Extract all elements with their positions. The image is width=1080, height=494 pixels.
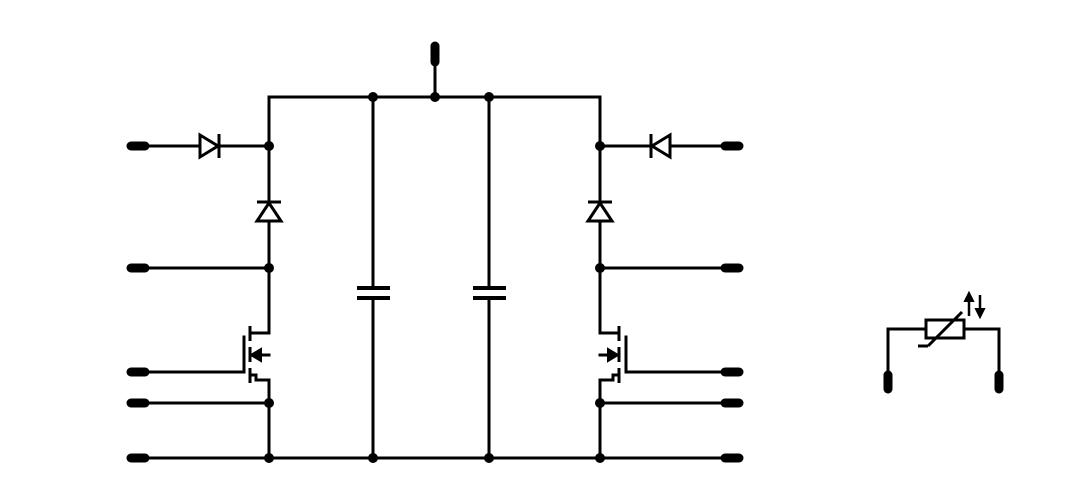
diode-vertical-right	[585, 200, 615, 223]
diode-vertical-left	[254, 200, 284, 223]
mosfet-left	[248, 326, 271, 383]
right-wires	[598, 266, 724, 405]
diode-input-left	[145, 132, 271, 160]
junction-dots	[264, 92, 605, 463]
right-rail	[598, 95, 615, 460]
diode-input-right	[598, 132, 724, 160]
left-wires	[145, 266, 271, 405]
capacitor-1	[357, 95, 390, 460]
capacitor-2	[473, 95, 506, 460]
ntc-thermistor	[886, 290, 1001, 374]
mosfet-right	[598, 326, 621, 383]
